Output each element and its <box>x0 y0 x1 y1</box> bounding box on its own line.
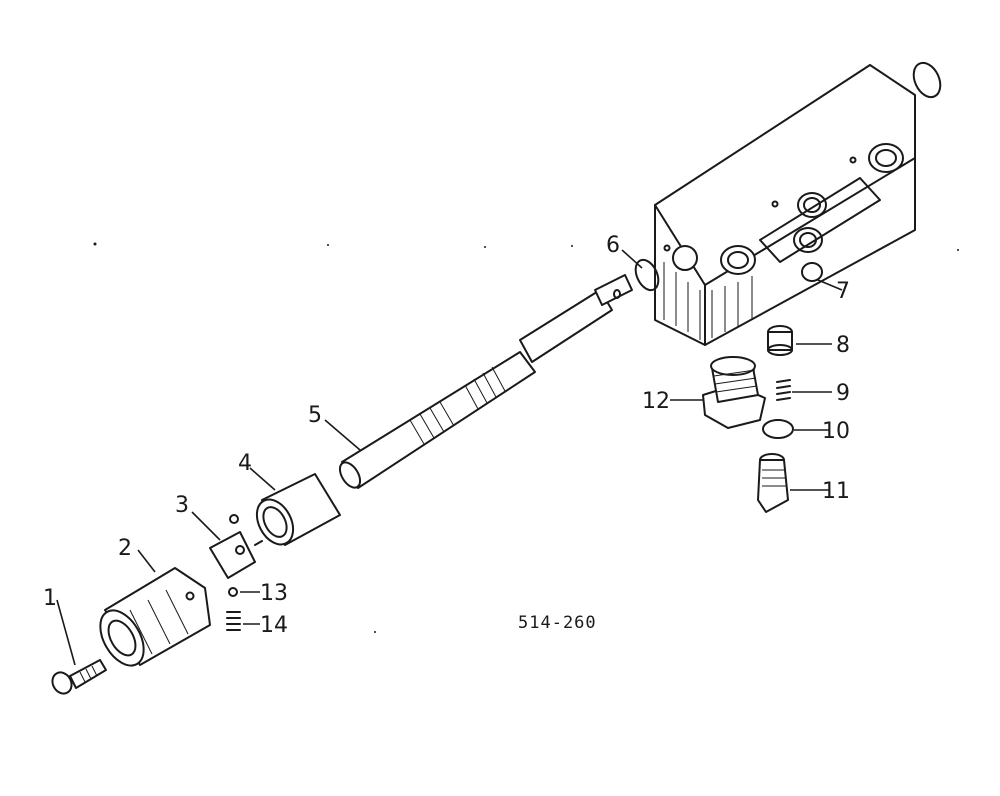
callout-5: 5 <box>308 403 322 428</box>
detent-piece <box>209 531 263 579</box>
callout-9: 9 <box>836 381 850 406</box>
spring-14 <box>226 611 241 631</box>
callout-10: 10 <box>822 419 850 444</box>
sleeve <box>255 473 341 546</box>
leader-lines <box>56 249 843 666</box>
callout-4: 4 <box>238 451 252 476</box>
callout-12: 12 <box>642 389 670 414</box>
callout-14: 14 <box>260 613 288 638</box>
spring-9 <box>776 379 791 401</box>
ball-13 <box>228 587 238 597</box>
screw <box>51 659 107 695</box>
fitting-11 <box>757 453 789 513</box>
plug-12 <box>702 356 766 429</box>
callout-3: 3 <box>175 493 189 518</box>
reference-number: 514-260 <box>518 613 597 633</box>
o-ring-top <box>912 61 942 99</box>
spool <box>338 274 633 489</box>
ball-upper <box>229 514 239 524</box>
callout-8: 8 <box>836 333 850 358</box>
callout-6: 6 <box>606 233 620 258</box>
callout-1: 1 <box>43 586 57 611</box>
o-ring-6 <box>634 258 660 292</box>
valve-body <box>654 64 916 346</box>
print-specks <box>93 242 959 633</box>
end-cap <box>99 567 211 667</box>
callout-7: 7 <box>836 279 850 304</box>
callout-13: 13 <box>260 581 288 606</box>
callout-2: 2 <box>118 536 132 561</box>
callout-11: 11 <box>822 479 850 504</box>
o-ring-10 <box>762 419 794 439</box>
plug-8 <box>767 325 793 356</box>
